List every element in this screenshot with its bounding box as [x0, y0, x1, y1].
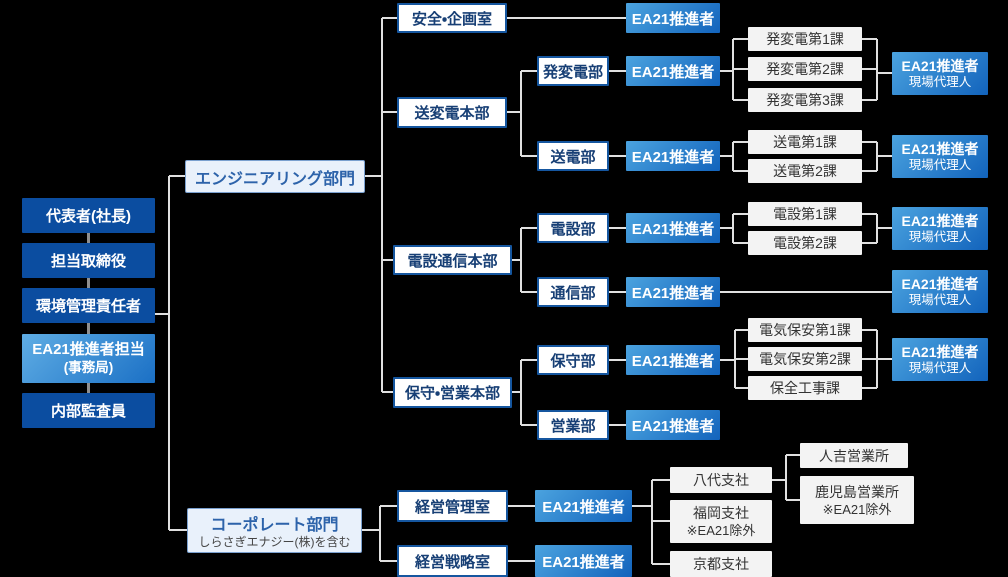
- node-ea21-promoter: EA21推進者: [626, 410, 720, 440]
- node-ea21-promoter: EA21推進者: [626, 3, 720, 33]
- node-electrical-comm-hq: 電設通信本部: [393, 245, 512, 275]
- node-section: 送電第2課: [748, 159, 862, 183]
- node-section: 電設第1課: [748, 202, 862, 226]
- node-engineering-division: エンジニアリング部門: [185, 160, 365, 193]
- node-branch-kyoto: 京都支社: [670, 551, 772, 577]
- node-transmission-substation-hq: 送変電本部: [397, 97, 507, 128]
- node-section: 電設第2課: [748, 231, 862, 255]
- node-section: 発変電第1課: [748, 27, 862, 51]
- node-ea21-site-agent: EA21推進者 現場代理人: [892, 338, 988, 381]
- node-ea21-promoter: EA21推進者: [626, 277, 720, 307]
- node-corporate-division: コーポレート部門 しらさぎエナジー(株)を含む: [187, 508, 362, 553]
- node-ea21-secretariat: EA21推進者担当 (事務局): [22, 334, 155, 383]
- node-ea21-site-agent: EA21推進者 現場代理人: [892, 52, 988, 95]
- node-section: 電気保安第2課: [748, 347, 862, 371]
- node-safety-planning-office: 安全・企画室: [397, 3, 507, 33]
- node-section: 発変電第3課: [748, 88, 862, 112]
- node-branch-yatsushiro: 八代支社: [670, 467, 772, 493]
- node-transmission-dept: 送電部: [537, 141, 609, 171]
- node-maintenance-sales-hq: 保守・営業本部: [393, 377, 512, 408]
- node-section: 電気保安第1課: [748, 318, 862, 342]
- node-electrical-dept: 電設部: [537, 213, 609, 243]
- node-office-kagoshima: 鹿児島営業所 ※EA21除外: [800, 476, 914, 524]
- node-env-manager: 環境管理責任者: [22, 288, 155, 323]
- node-maintenance-dept: 保守部: [537, 345, 609, 375]
- node-section: 保全工事課: [748, 376, 862, 400]
- node-branch-fukuoka: 福岡支社 ※EA21除外: [670, 500, 772, 543]
- node-ea21-site-agent: EA21推進者 現場代理人: [892, 135, 988, 178]
- node-ea21-site-agent: EA21推進者 現場代理人: [892, 270, 988, 313]
- node-ea21-promoter: EA21推進者: [626, 213, 720, 243]
- node-sales-dept: 営業部: [537, 410, 609, 440]
- node-ea21-promoter: EA21推進者: [535, 545, 632, 577]
- node-strategy-office: 経営戦略室: [397, 545, 508, 577]
- node-communication-dept: 通信部: [537, 277, 609, 307]
- node-ea21-promoter: EA21推進者: [626, 141, 720, 171]
- node-ea21-site-agent: EA21推進者 現場代理人: [892, 207, 988, 250]
- node-ea21-promoter: EA21推進者: [626, 56, 720, 86]
- node-management-office: 経営管理室: [397, 490, 508, 522]
- node-ea21-promoter: EA21推進者: [535, 490, 632, 522]
- node-director: 担当取締役: [22, 243, 155, 278]
- node-section: 送電第1課: [748, 130, 862, 154]
- node-power-generation-dept: 発変電部: [537, 56, 609, 86]
- node-president: 代表者(社長): [22, 198, 155, 233]
- node-section: 発変電第2課: [748, 57, 862, 81]
- node-office-hitoyoshi: 人吉営業所: [800, 443, 908, 468]
- node-internal-auditor: 内部監査員: [22, 393, 155, 428]
- node-ea21-promoter: EA21推進者: [626, 345, 720, 375]
